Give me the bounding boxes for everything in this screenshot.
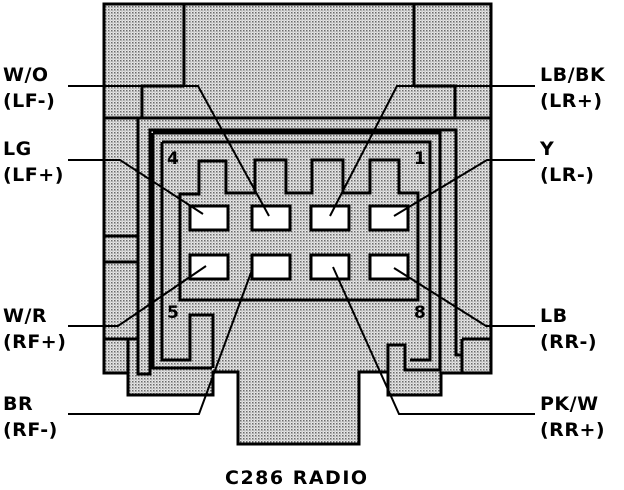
wire-label-y-color: Y [539,138,554,160]
housing-frame [151,131,442,372]
leader-y [393,159,535,217]
housing-wall-outer [136,118,462,376]
wire-label-lg-signal: (LF+) [3,164,64,186]
terminal-pin-1 [368,204,410,232]
connector-housing [136,118,462,376]
pin-number-4: 4 [167,149,179,169]
wire-label-lbbk-signal: (LR+) [540,90,603,112]
shell-step-left [104,234,138,373]
pin-number-8: 8 [414,303,426,323]
leader-pkw [332,266,535,415]
wire-label-wr-signal: (RF+) [3,331,66,353]
pin-number-1: 1 [414,149,426,169]
wire-label-wo-color: W/O [3,64,49,86]
leader-br [68,269,253,415]
wire-label-y-signal: (LR-) [540,164,595,186]
leader-lb [393,267,535,327]
leader-lg [68,159,204,215]
housing-frame-inner [160,140,432,368]
wire-label-pkw-signal: (RR+) [540,419,605,441]
wire-label-wr-color: W/R [3,305,47,327]
terminal-pin-5 [188,253,230,281]
wire-label-lb-signal: (RR-) [540,331,597,353]
wire-label-lb-color: LB [540,305,568,327]
leader-wo [68,85,270,217]
leader-lines [68,85,535,415]
connector-caption: C286 RADIO [225,467,369,489]
wire-label-lg-color: LG [3,138,32,160]
pin-block-outline [178,158,420,302]
terminal-pin-6 [250,253,292,281]
leader-wr [68,265,207,327]
terminal-pin-7 [309,253,351,281]
leader-lbbk [329,85,535,217]
wire-label-wo-signal: (LF-) [3,90,55,112]
terminal-pin-3 [250,204,292,232]
wire-label-br-signal: (RF-) [3,419,58,441]
wire-label-lbbk-color: LB/BK [540,64,606,86]
wire-label-pkw-color: PK/W [540,393,599,415]
wire-label-br-color: BR [3,393,33,415]
pin-block [178,158,420,302]
pin-number-5: 5 [167,303,179,323]
terminal-pin-2 [309,204,351,232]
terminal-pin-8 [368,253,410,281]
